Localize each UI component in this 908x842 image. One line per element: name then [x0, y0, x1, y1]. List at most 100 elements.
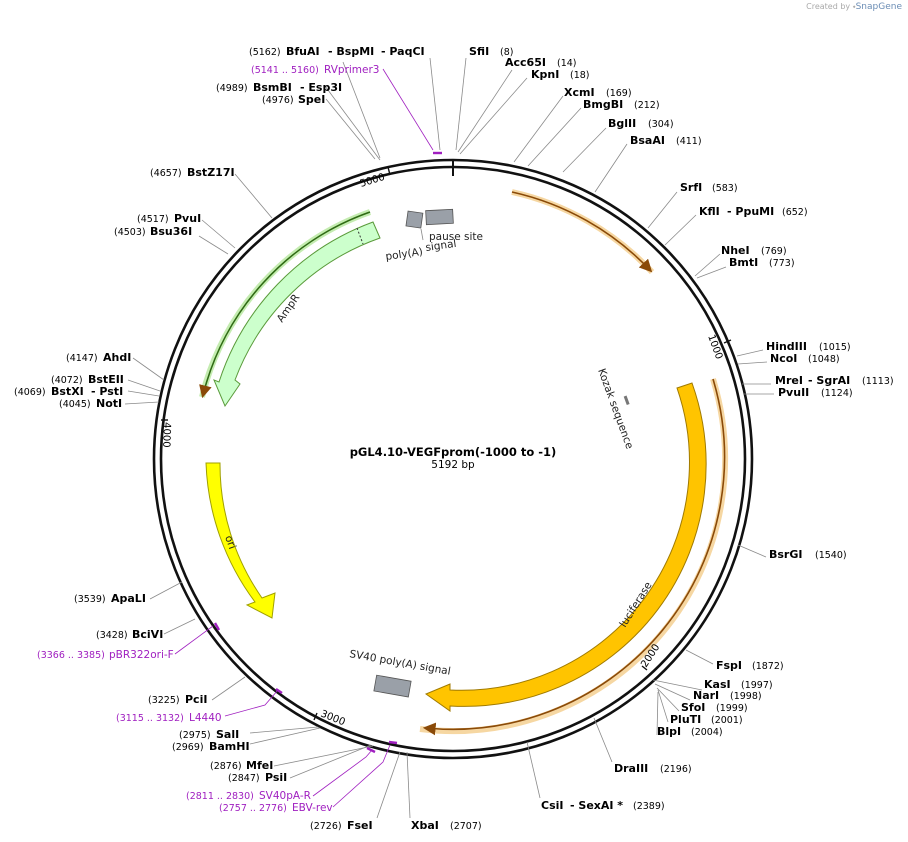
enzyme-name: - PpuMI — [727, 205, 774, 218]
enzyme-name: BsaAI — [630, 134, 665, 147]
enzyme-name: NcoI — [770, 352, 797, 365]
enzyme-pos: (2876) — [210, 761, 242, 772]
polya-signal-label: signal — [425, 238, 457, 254]
enzyme-name: - SexAI * — [570, 799, 623, 812]
enzyme-name: BamHI — [209, 740, 250, 753]
luciferase-feature — [424, 382, 707, 712]
primer-range: (3115 .. 3132) — [116, 713, 184, 724]
snapgene-logo-icon: ⬩ — [852, 2, 856, 11]
enzyme-pos: (3539) — [74, 594, 106, 605]
ampr-feature — [213, 221, 381, 408]
orf-top-line — [511, 191, 653, 273]
enzyme-name: MfeI — [246, 759, 273, 772]
tick-1000-mark — [723, 339, 732, 344]
enzyme-name: BglII — [608, 117, 636, 130]
ori-label: ori — [222, 534, 238, 551]
enzyme-name: SalI — [216, 728, 239, 741]
enzyme-pos: (169) — [606, 88, 632, 99]
enzyme-name: CsiI — [541, 799, 563, 812]
tick-4000: 4000 — [160, 422, 172, 448]
tick-3000-mark — [313, 712, 318, 721]
enzyme-pos: (411) — [676, 136, 702, 147]
primer-marks — [174, 68, 442, 808]
luciferase-orf-line — [422, 378, 726, 736]
primer-name: L4440 — [189, 712, 222, 724]
enzyme-pos: (652) — [782, 207, 808, 218]
primer-name: RVprimer3 — [324, 64, 380, 76]
enzyme-name: PluTI — [670, 713, 701, 726]
primer-range: (3366 .. 3385) — [37, 650, 105, 661]
plasmid-name: pGL4.10-VEGFprom(-1000 to -1) — [350, 445, 557, 459]
enzyme-pos: (769) — [761, 246, 787, 257]
sv40-polya-box — [373, 674, 412, 698]
enzyme-name: - Esp3I — [300, 81, 342, 94]
enzyme-name: KflI — [699, 205, 720, 218]
enzyme-pos: (2004) — [691, 727, 723, 738]
backbone-outer — [152, 158, 754, 760]
enzyme-name: NotI — [96, 397, 122, 410]
primer-range: (2757 .. 2776) — [219, 803, 287, 814]
polya-signal-box — [405, 210, 424, 229]
enzyme-pos: (583) — [712, 183, 738, 194]
ori-feature — [205, 462, 276, 619]
credit-brand: SnapGene — [855, 2, 902, 12]
tick-1000: 1000 — [705, 333, 724, 361]
enzyme-name: DraIII — [614, 762, 648, 775]
enzyme-pos: (4072) — [51, 375, 83, 386]
enzyme-name: XbaI — [411, 819, 439, 832]
enzyme-labels: (5162) BfuAI - BspMI - PaqCI SfiI (8) Ac… — [14, 45, 894, 832]
enzyme-leader-lines — [124, 57, 774, 819]
primer-name: SV40pA-R — [259, 790, 311, 802]
enzyme-name: SfoI — [681, 701, 705, 714]
enzyme-name: AhdI — [103, 351, 131, 364]
enzyme-name: PvuII — [778, 386, 809, 399]
enzyme-name: - PstI — [91, 385, 123, 398]
enzyme-name: BsrGI — [769, 548, 802, 561]
enzyme-pos: (1997) — [741, 680, 773, 691]
enzyme-name: HindIII — [766, 340, 807, 353]
snapgene-credit: Created by ⬩SnapGene — [806, 2, 902, 12]
enzyme-name: - PaqCI — [381, 45, 425, 58]
enzyme-name: PvuI — [174, 212, 201, 225]
enzyme-pos: (4517) — [137, 214, 169, 225]
credit-prefix: Created by — [806, 2, 851, 11]
enzyme-pos: (2969) — [172, 742, 204, 753]
enzyme-name: PciI — [185, 693, 207, 706]
enzyme-name: BfuAI — [286, 45, 320, 58]
enzyme-name: FseI — [347, 819, 373, 832]
primer-name: EBV-rev — [292, 802, 333, 814]
enzyme-name: BstXI — [51, 385, 84, 398]
orf-top-highlight — [511, 189, 655, 275]
enzyme-name: BlpI — [657, 725, 681, 738]
enzyme-pos: (773) — [769, 258, 795, 269]
enzyme-pos: (3225) — [148, 695, 180, 706]
enzyme-name: - SgrAI — [808, 374, 850, 387]
enzyme-pos: (8) — [500, 47, 513, 58]
primer-labels: (5141 .. 5160) RVprimer3 (3366 .. 3385) … — [37, 64, 380, 814]
enzyme-name: Acc65I — [505, 56, 546, 69]
enzyme-pos: (4147) — [66, 353, 98, 364]
sv40-label: SV40 poly(A) signal — [348, 648, 451, 678]
polya-label: poly(A) — [385, 246, 424, 263]
enzyme-pos: (14) — [557, 58, 577, 69]
enzyme-pos: (18) — [570, 70, 590, 81]
enzyme-name: BmgBI — [583, 98, 623, 111]
enzyme-pos: (4069) — [14, 387, 46, 398]
enzyme-pos: (4989) — [216, 83, 248, 94]
enzyme-pos: (1048) — [808, 354, 840, 365]
enzyme-pos: (2975) — [179, 730, 211, 741]
tick-2000-mark — [641, 665, 648, 671]
enzyme-name: BmtI — [729, 256, 758, 269]
primer-range: (2811 .. 2830) — [186, 791, 254, 802]
enzyme-pos: (2001) — [711, 715, 743, 726]
primer-range: (5141 .. 5160) — [251, 65, 319, 76]
primer-name: pBR322ori-F — [109, 649, 174, 661]
enzyme-name: BciVI — [132, 628, 163, 641]
enzyme-name: FspI — [716, 659, 742, 672]
kozak-label: Kozak sequence — [595, 367, 635, 451]
enzyme-name: BstZ17I — [187, 166, 235, 179]
enzyme-pos: (1999) — [716, 703, 748, 714]
enzyme-name: BsmBI — [253, 81, 292, 94]
enzyme-name: ApaLI — [111, 592, 146, 605]
